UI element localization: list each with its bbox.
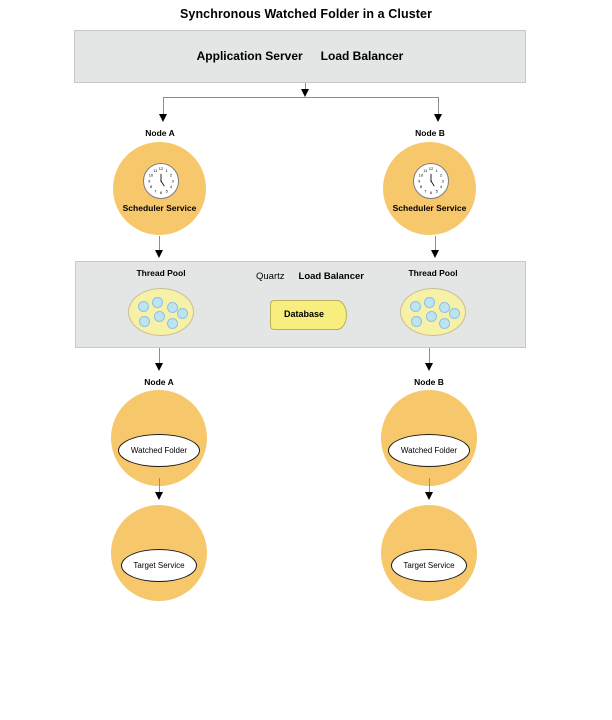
node-a-watched-caption: Node A xyxy=(144,377,174,387)
thread-dot xyxy=(138,301,149,312)
thread-pool-right-label: Thread Pool xyxy=(408,268,458,278)
thread-dot xyxy=(167,302,178,313)
connector-node-b-to-threadpool xyxy=(435,236,436,252)
arrowhead-to-node-b xyxy=(433,114,442,122)
arrowhead-server-to-split xyxy=(300,89,309,97)
svg-text:3: 3 xyxy=(442,178,445,183)
node-b-scheduler-label: Scheduler Service xyxy=(392,203,467,213)
connector-split-left xyxy=(163,97,164,117)
svg-text:4: 4 xyxy=(170,184,173,189)
svg-text:1: 1 xyxy=(166,168,168,173)
database-body xyxy=(270,300,338,330)
svg-text:11: 11 xyxy=(423,168,427,173)
target-service-b: Target Service xyxy=(391,549,467,582)
svg-text:8: 8 xyxy=(420,184,423,189)
thread-dot xyxy=(411,316,422,327)
svg-text:6: 6 xyxy=(430,190,433,195)
svg-text:10: 10 xyxy=(149,172,154,177)
thread-pool-left-label: Thread Pool xyxy=(136,268,186,278)
thread-dot xyxy=(154,311,165,322)
middle-load-balancer-label: Load Balancer xyxy=(298,271,364,282)
node-a-scheduler-caption: Node A xyxy=(145,128,175,138)
thread-dot xyxy=(152,297,163,308)
svg-text:9: 9 xyxy=(148,178,151,183)
connector-watched-b-to-target-b xyxy=(429,478,430,494)
load-balancer-label: Load Balancer xyxy=(320,49,404,63)
watched-folder-a: Watched Folder xyxy=(118,434,200,467)
quartz-label: Quartz xyxy=(256,271,285,282)
svg-text:4: 4 xyxy=(440,184,443,189)
target-service-a: Target Service xyxy=(121,549,197,582)
arrowhead-threadpool-to-watched-a xyxy=(154,363,163,371)
page-title: Synchronous Watched Folder in a Cluster xyxy=(179,7,433,21)
node-b-scheduler-caption: Node B xyxy=(415,128,445,138)
connector-node-a-to-threadpool xyxy=(159,236,160,252)
svg-text:6: 6 xyxy=(160,190,163,195)
quartz-load-balancer-labels: Quartz Load Balancer xyxy=(230,271,390,282)
watched-folder-b: Watched Folder xyxy=(388,434,470,467)
thread-dot xyxy=(439,318,450,329)
svg-text:12: 12 xyxy=(429,166,433,171)
svg-text:2: 2 xyxy=(440,172,442,177)
database-label: Database xyxy=(283,309,325,319)
arrowhead-node-a-to-threadpool xyxy=(154,250,163,258)
svg-text:5: 5 xyxy=(166,189,169,194)
thread-dot xyxy=(410,301,421,312)
thread-dot xyxy=(167,318,178,329)
application-server-panel-labels: Application Server Load Balancer xyxy=(74,49,526,63)
connector-server-to-split xyxy=(305,83,306,91)
clock-icon: 12 1 2 3 4 5 6 7 8 9 10 11 xyxy=(413,163,449,199)
connector-threadpool-to-watched-b xyxy=(429,348,430,365)
connector-split-bar xyxy=(163,97,439,98)
svg-text:5: 5 xyxy=(436,189,439,194)
svg-text:11: 11 xyxy=(153,168,157,173)
svg-text:12: 12 xyxy=(159,166,163,171)
database-cylinder: Database xyxy=(270,300,348,330)
application-server-panel xyxy=(74,30,526,83)
thread-dot xyxy=(177,308,188,319)
connector-threadpool-to-watched-a xyxy=(159,348,160,365)
node-a-scheduler-label: Scheduler Service xyxy=(122,203,197,213)
svg-text:3: 3 xyxy=(172,178,175,183)
svg-text:9: 9 xyxy=(418,178,421,183)
thread-dot xyxy=(424,297,435,308)
arrowhead-node-b-to-threadpool xyxy=(430,250,439,258)
thread-dot xyxy=(139,316,150,327)
clock-icon: 12 1 2 3 4 5 6 7 8 9 10 11 xyxy=(143,163,179,199)
thread-dot xyxy=(439,302,450,313)
thread-pool-right xyxy=(400,288,466,336)
svg-text:10: 10 xyxy=(419,172,424,177)
arrowhead-to-node-a xyxy=(158,114,167,122)
node-b-watched-caption: Node B xyxy=(414,377,444,387)
arrowhead-threadpool-to-watched-b xyxy=(424,363,433,371)
svg-text:7: 7 xyxy=(424,189,426,194)
arrowhead-watched-a-to-target-a xyxy=(154,492,163,500)
svg-text:8: 8 xyxy=(150,184,153,189)
connector-split-right xyxy=(438,97,439,117)
svg-text:1: 1 xyxy=(436,168,438,173)
svg-text:7: 7 xyxy=(154,189,156,194)
thread-pool-left xyxy=(128,288,194,336)
thread-dot xyxy=(449,308,460,319)
application-server-label: Application Server xyxy=(196,49,303,63)
arrowhead-watched-b-to-target-b xyxy=(424,492,433,500)
svg-text:2: 2 xyxy=(170,172,172,177)
thread-dot xyxy=(426,311,437,322)
connector-watched-a-to-target-a xyxy=(159,478,160,494)
